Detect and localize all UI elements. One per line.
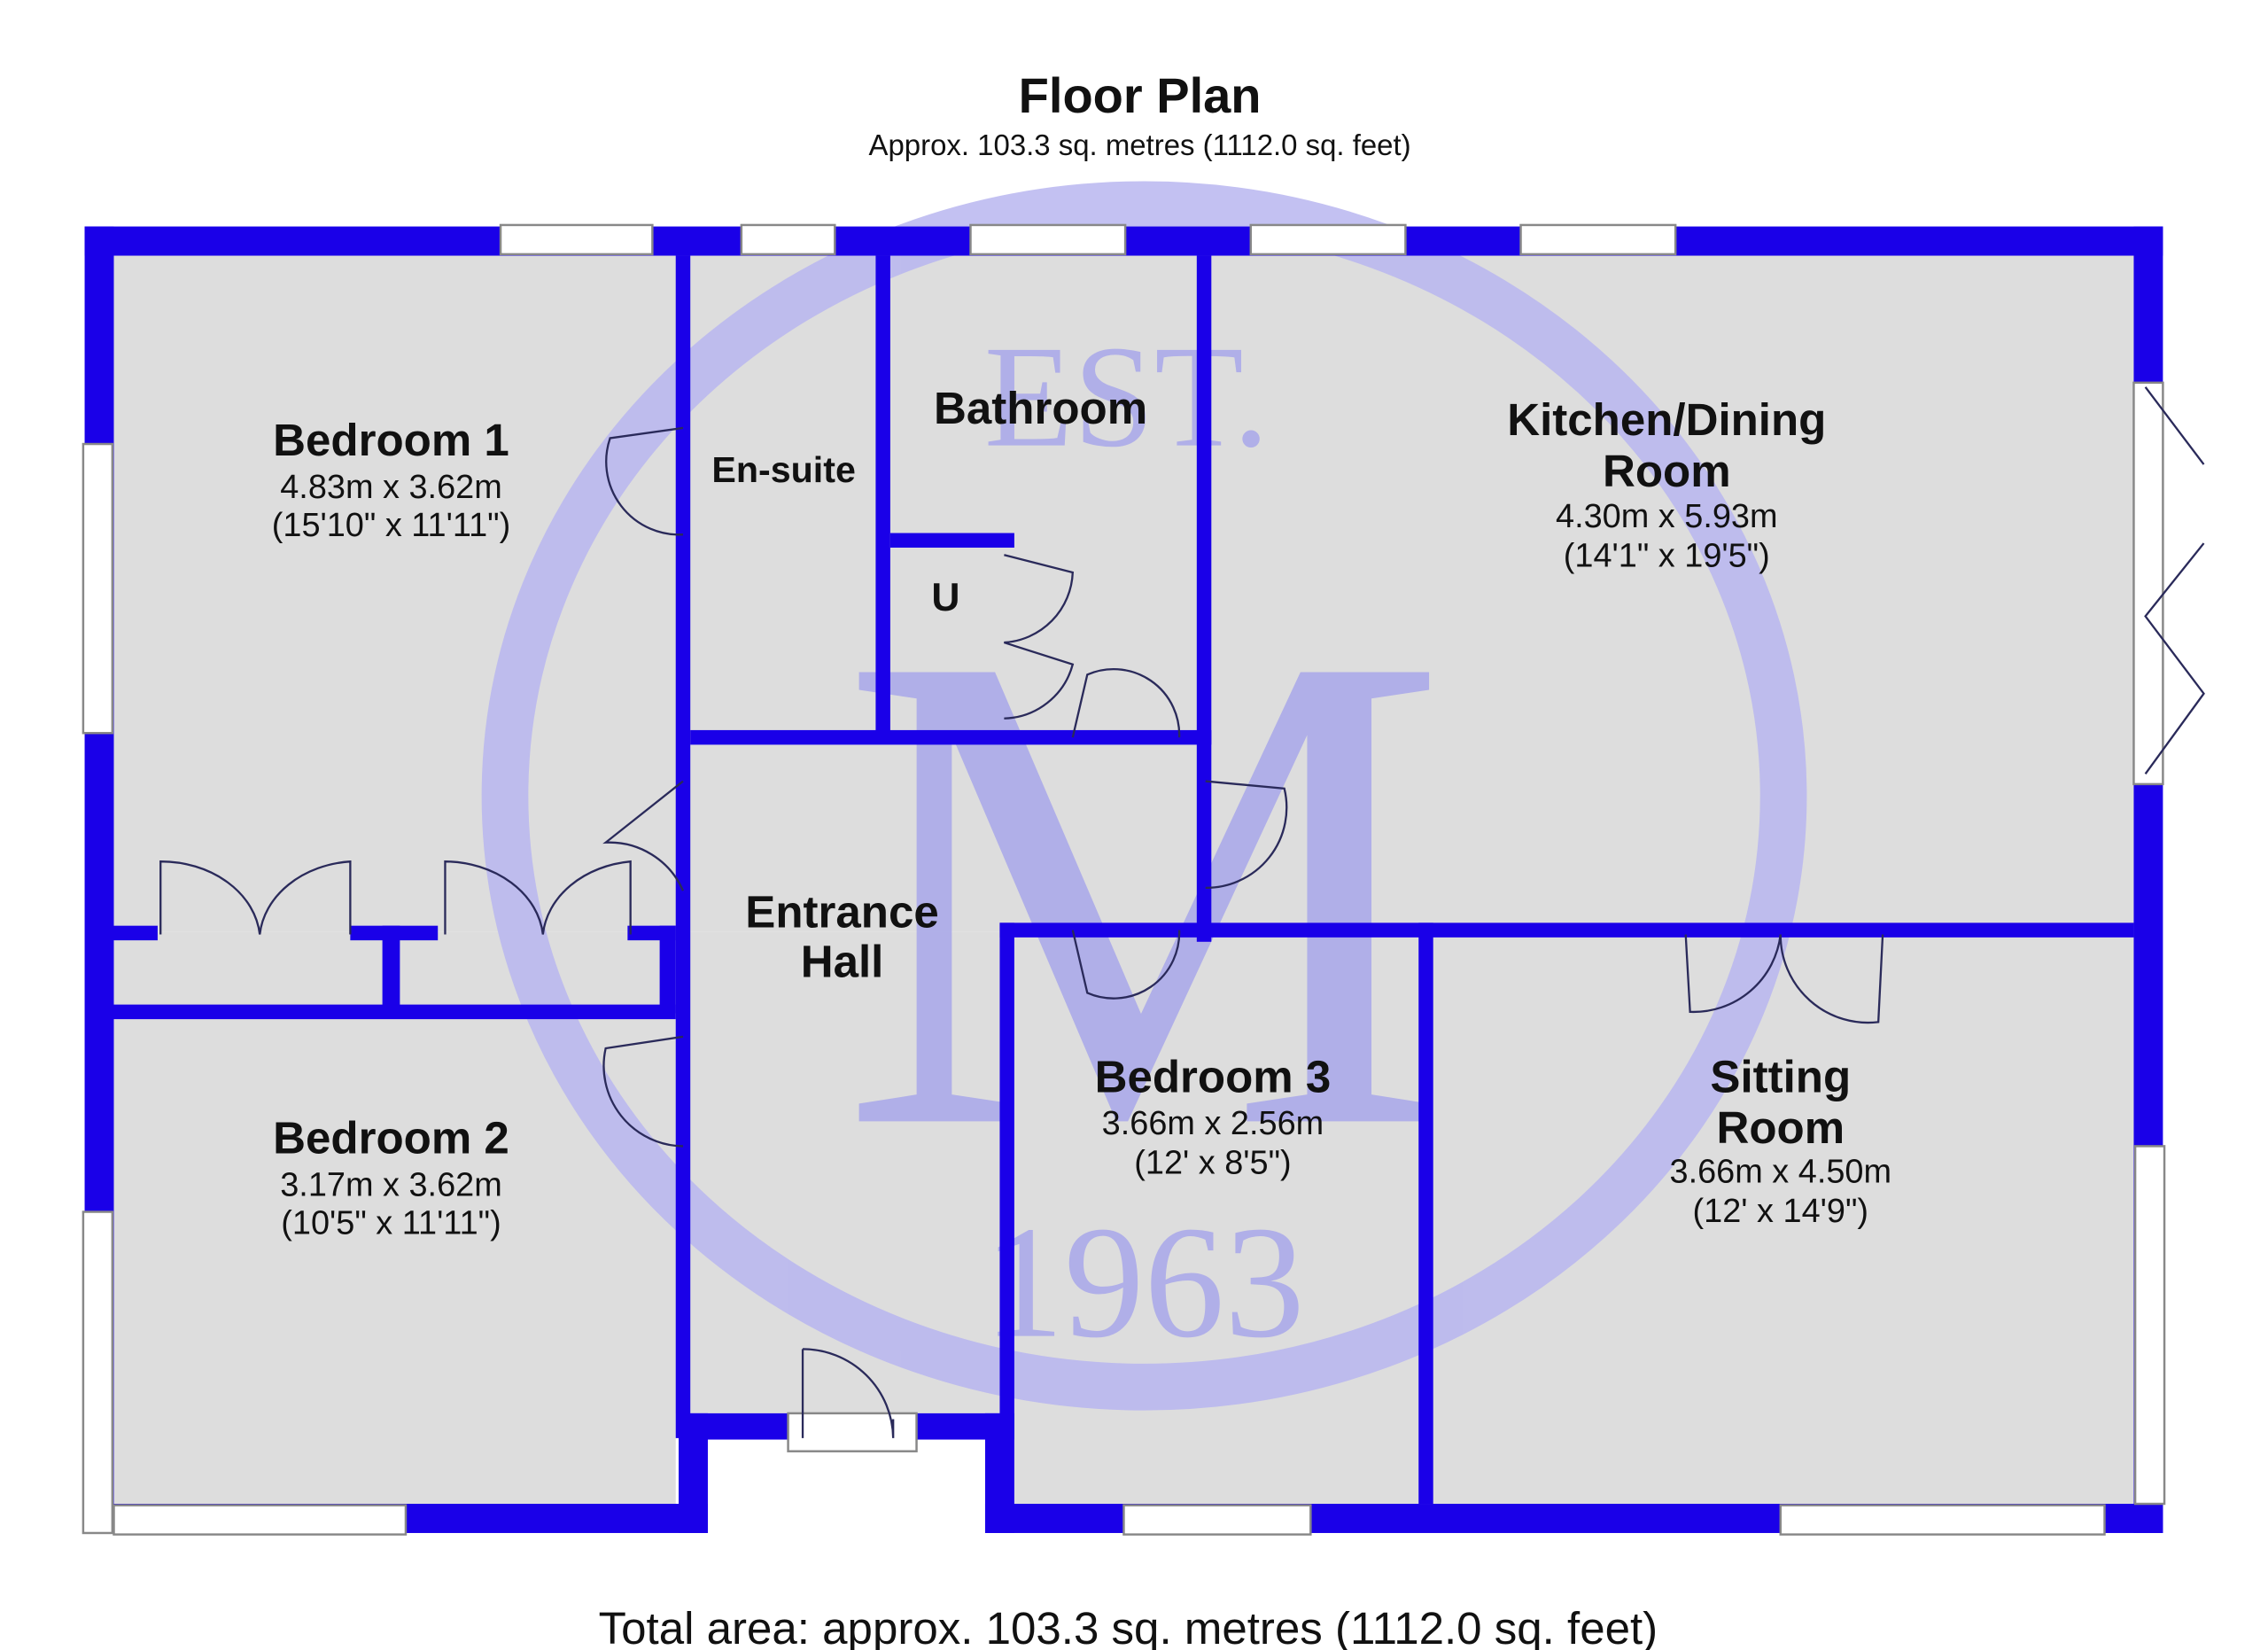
dim-kitchen-ft: (14'1" x 19'5") bbox=[1564, 537, 1770, 574]
door-sitting-double bbox=[1684, 934, 1884, 1024]
dim-bedroom2-m: 3.17m x 3.62m bbox=[280, 1166, 502, 1203]
door-bed1-hall bbox=[602, 780, 685, 891]
door-bathroom bbox=[1071, 667, 1181, 738]
door-bed2-hall bbox=[602, 1035, 684, 1148]
dim-bedroom2-ft: (10'5" x 11'11") bbox=[281, 1204, 501, 1241]
door-front bbox=[801, 1348, 895, 1438]
room-labels: Bedroom 1 4.83m x 3.62m (15'10" x 11'11"… bbox=[272, 383, 1891, 1241]
watermark-ring bbox=[481, 181, 1807, 1411]
wall-bath-kitchen bbox=[1196, 255, 1212, 942]
watermark-letter: M bbox=[839, 510, 1449, 1270]
wardrobe-door-2 bbox=[444, 860, 632, 935]
label-ensuite: En-suite bbox=[711, 449, 855, 490]
dim-sitting-m: 3.66m x 4.50m bbox=[1670, 1154, 1892, 1191]
wall-bed3-sitting bbox=[1418, 922, 1433, 1505]
dim-bedroom1-m: 4.83m x 3.62m bbox=[280, 469, 502, 506]
door-bedroom3 bbox=[1071, 930, 1181, 1000]
door-bed1-ensuite bbox=[605, 426, 684, 536]
watermark-logo: EST. M 1963 bbox=[481, 181, 1807, 1411]
floor-areas bbox=[113, 255, 2134, 1505]
wall-porch-right bbox=[984, 1413, 1014, 1533]
window-bed2-bottom bbox=[113, 1504, 408, 1536]
wardrobe-divider-1 bbox=[382, 925, 400, 1014]
window-kitchen-1 bbox=[1249, 223, 1407, 256]
window-bathroom bbox=[969, 223, 1127, 256]
wardrobe-cap-1 bbox=[113, 925, 158, 941]
door-bifold bbox=[2144, 386, 2205, 775]
window-bed1-top bbox=[499, 223, 654, 256]
dim-bedroom3-ft: (12' x 8'5") bbox=[1134, 1145, 1291, 1182]
label-bedroom1: Bedroom 1 bbox=[273, 415, 509, 465]
label-utility: U bbox=[931, 576, 959, 619]
watermark-year: 1963 bbox=[983, 1195, 1304, 1372]
wall-bed1-hall bbox=[675, 255, 691, 1438]
window-ensuite bbox=[740, 223, 836, 256]
door-kitchen bbox=[1205, 780, 1288, 889]
label-kitchen-line2: Room bbox=[1603, 446, 1731, 496]
wall-bed3-top bbox=[999, 922, 2134, 938]
label-hall-line1: Entrance bbox=[745, 886, 938, 937]
label-bathroom: Bathroom bbox=[934, 383, 1147, 433]
dim-bedroom3-m: 3.66m x 2.56m bbox=[1102, 1105, 1324, 1142]
door-utility bbox=[1004, 554, 1075, 720]
wall-ensuite-bath bbox=[875, 255, 890, 738]
dim-kitchen-m: 4.30m x 5.93m bbox=[1556, 498, 1778, 535]
window-bed2-left bbox=[82, 1210, 114, 1535]
wall-utility-top bbox=[889, 533, 1014, 549]
label-bedroom2: Bedroom 2 bbox=[273, 1113, 509, 1164]
plan-title: Floor Plan bbox=[1019, 67, 1262, 123]
total-area: Total area: approx. 103.3 sq. metres (11… bbox=[599, 1603, 1658, 1650]
watermark-est: EST. bbox=[984, 315, 1270, 478]
windows bbox=[82, 223, 2166, 1536]
bifold-opening bbox=[2132, 381, 2164, 786]
plan-subtitle: Approx. 103.3 sq. metres (1112.0 sq. fee… bbox=[869, 128, 1411, 161]
window-sitting-right bbox=[2133, 1145, 2166, 1506]
label-hall-line2: Hall bbox=[801, 936, 884, 986]
doors bbox=[159, 386, 2205, 1438]
label-kitchen-line1: Kitchen/Dining bbox=[1507, 394, 1826, 445]
label-sitting-line1: Sitting bbox=[1710, 1051, 1851, 1101]
wall-hall-bed3 bbox=[999, 922, 1014, 1420]
window-sitting-bottom bbox=[1779, 1504, 2106, 1536]
floor-bedroom2 bbox=[113, 931, 676, 1505]
wall-hall-top bbox=[690, 729, 1212, 745]
window-bed1-left bbox=[82, 442, 114, 735]
wardrobe-door-1 bbox=[159, 860, 352, 935]
label-bedroom3: Bedroom 3 bbox=[1095, 1051, 1332, 1101]
window-kitchen-2 bbox=[1519, 223, 1677, 256]
front-door-opening bbox=[787, 1412, 918, 1452]
window-bed3 bbox=[1122, 1504, 1312, 1536]
label-sitting-line2: Room bbox=[1716, 1102, 1845, 1153]
wardrobe-divider-2 bbox=[659, 925, 676, 1014]
dim-sitting-ft: (12' x 14'9") bbox=[1693, 1193, 1868, 1230]
dim-bedroom1-ft: (15'10" x 11'11") bbox=[272, 507, 510, 544]
